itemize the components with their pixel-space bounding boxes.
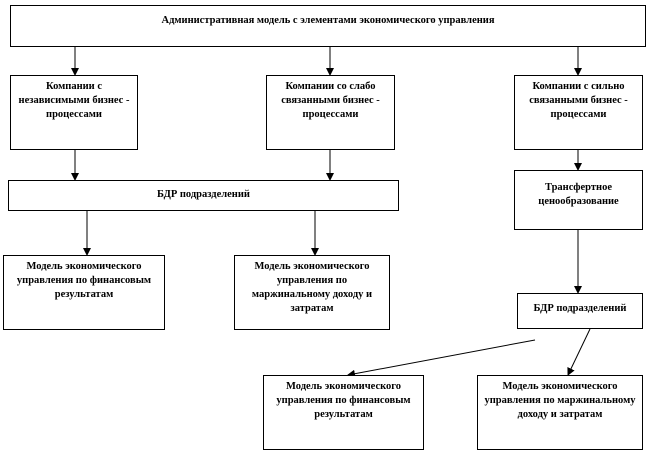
model-marginal-1: Модель экономического управления по марж…: [234, 255, 390, 330]
company-strong: Компании с сильно связанными бизнес - пр…: [514, 75, 643, 150]
arrow: [567, 328, 591, 376]
bdr-left: БДР подразделений: [8, 180, 399, 211]
bdr-right: БДР подразделений: [517, 293, 643, 329]
company-weak: Компании со слабо связанными бизнес - пр…: [266, 75, 395, 150]
company-independent: Компании с независимыми бизнес - процесс…: [10, 75, 138, 150]
top-box: Административная модель с элементами эко…: [10, 5, 646, 47]
model-financial-2: Модель экономического управления по фина…: [263, 375, 424, 450]
transfer-pricing: Трансфертное ценообразование: [514, 170, 643, 230]
arrow: [347, 339, 536, 378]
model-financial-1: Модель экономического управления по фина…: [3, 255, 165, 330]
model-marginal-2: Модель экономического управления по марж…: [477, 375, 643, 450]
